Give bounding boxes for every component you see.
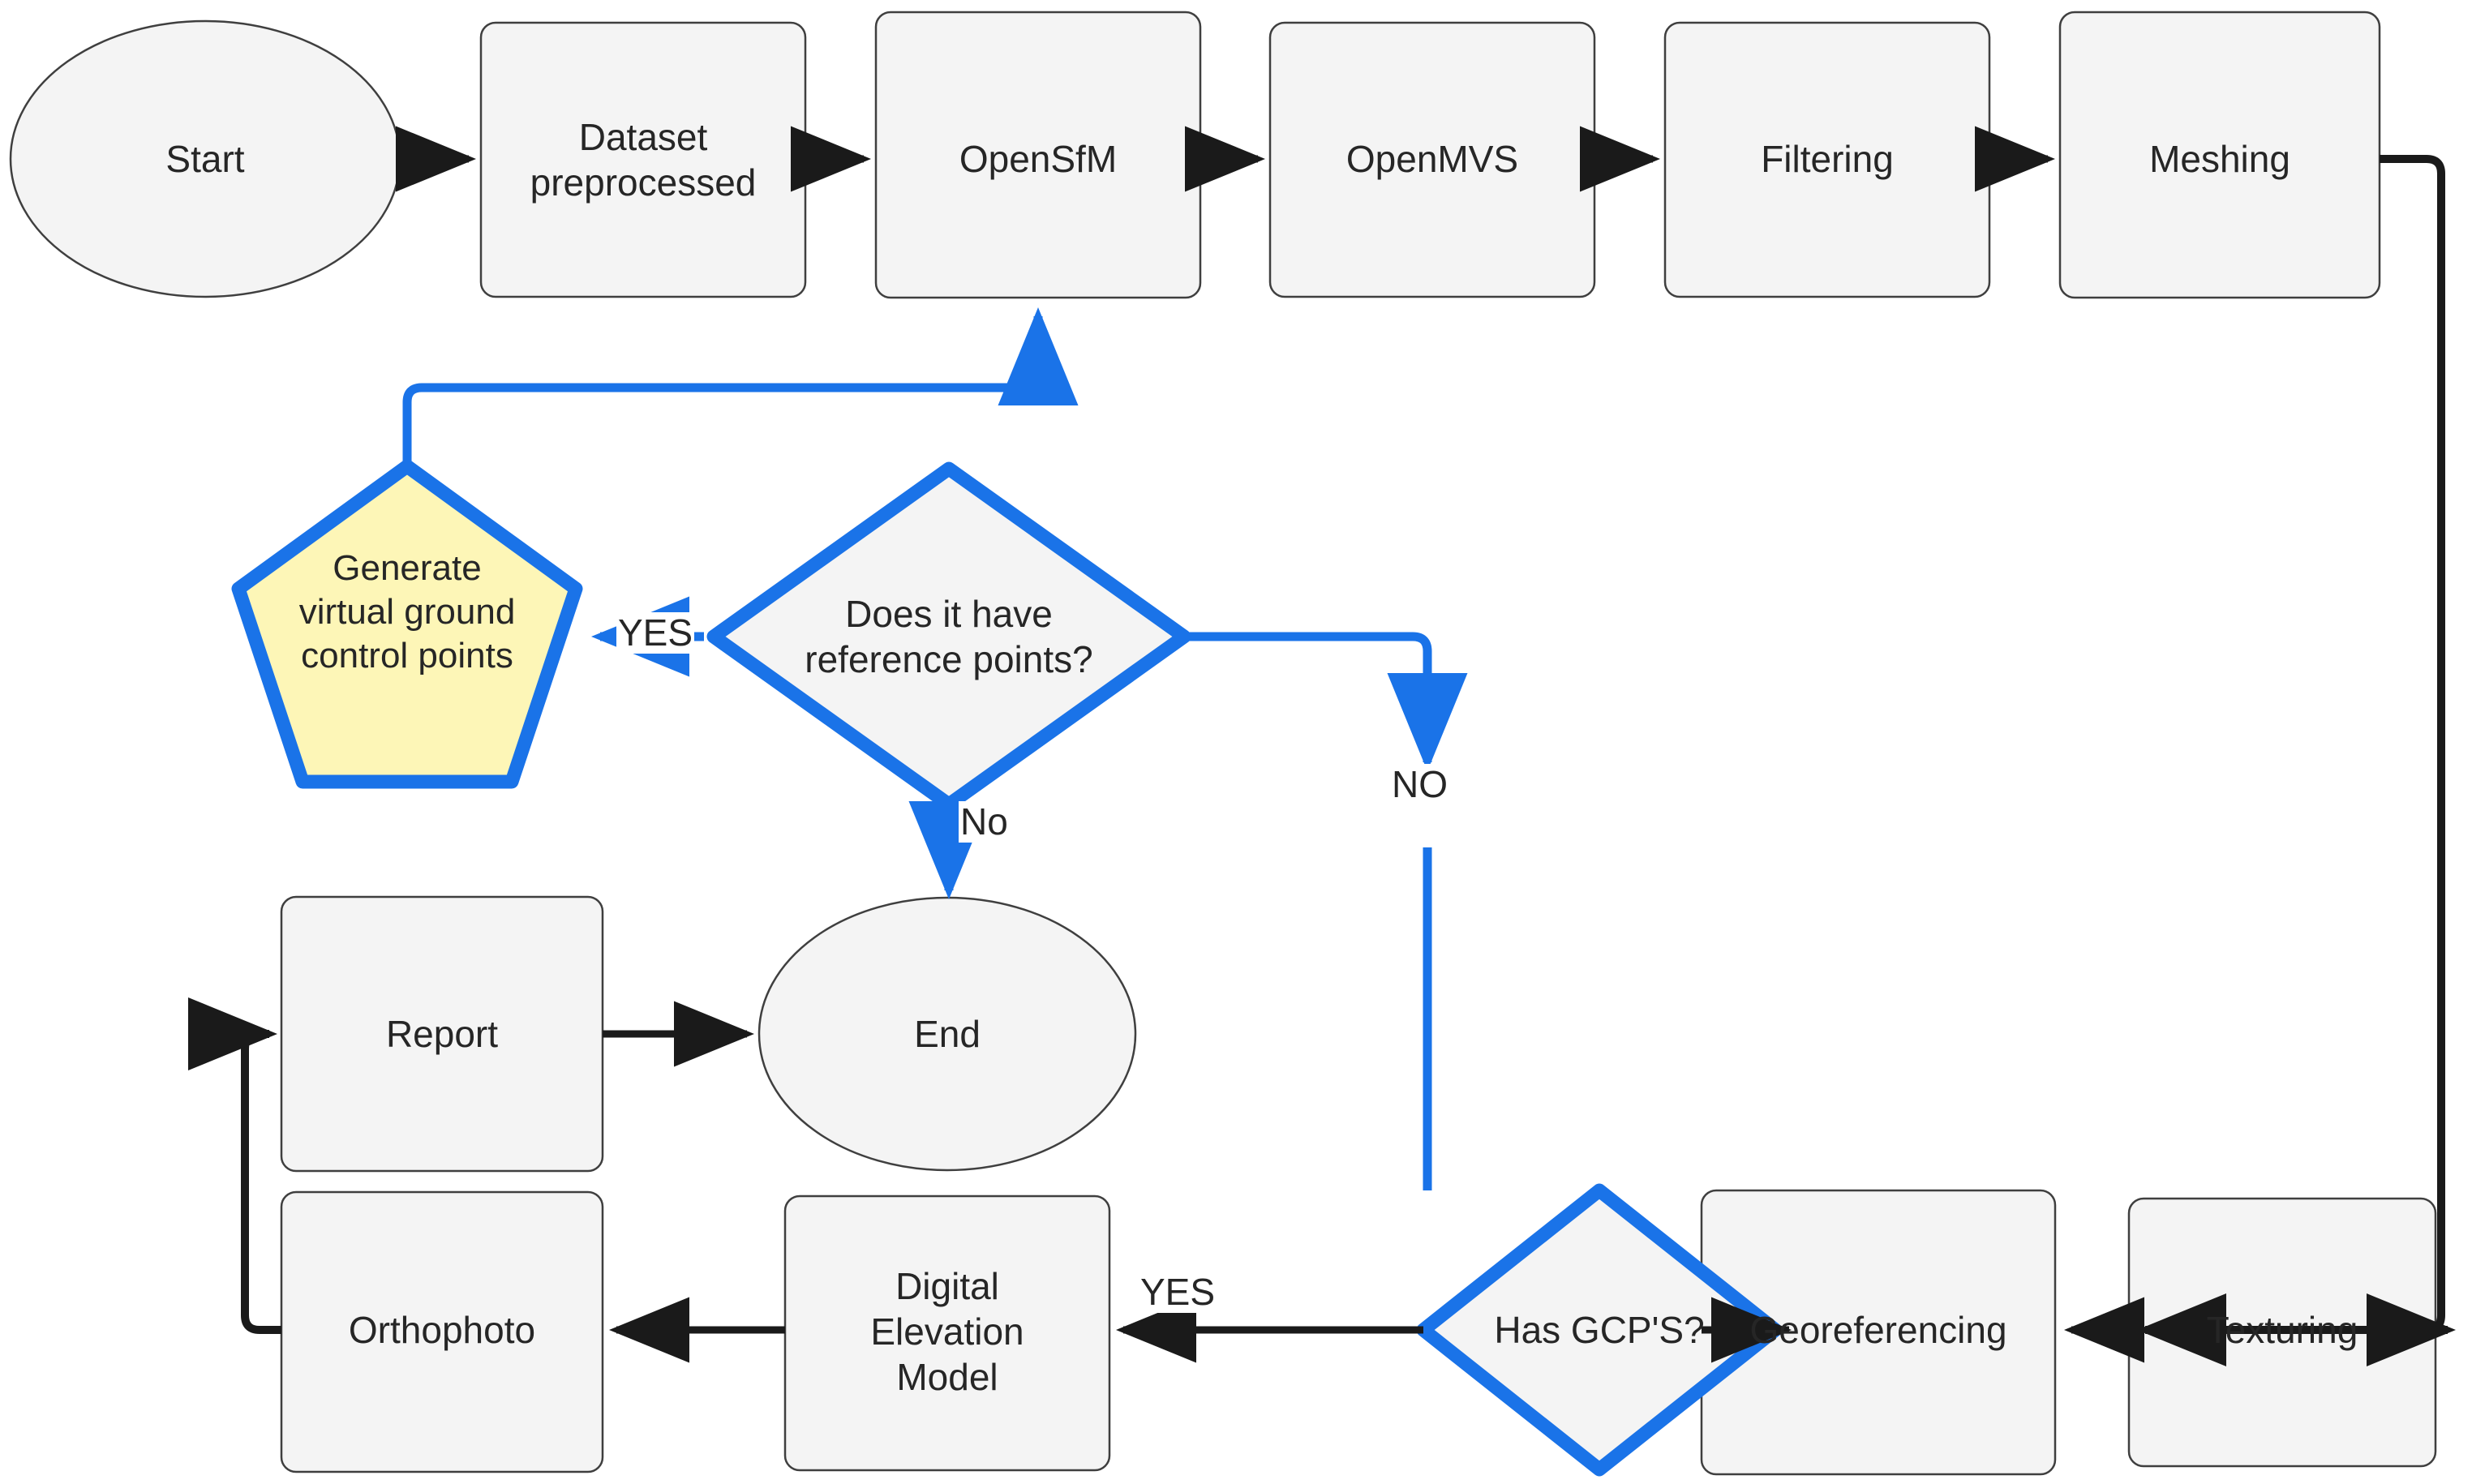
edge-pentagon-to-opensfm [402,307,1079,466]
edge-label-has-ref-no: No [959,800,1010,843]
edge-orthophoto-to-report [188,997,281,1334]
node-dataset-preprocessed[interactable] [479,21,807,298]
edge-has-gcps-no-upper [1183,632,1468,771]
edge-label-has-ref-yes: YES [616,611,695,654]
node-meshing[interactable] [2058,11,2381,299]
node-opensfm[interactable] [874,11,1202,299]
edge-label-has-gcps-yes: YES [1139,1271,1217,1313]
node-report[interactable] [280,895,604,1173]
node-start[interactable] [9,19,401,298]
node-orthophoto[interactable] [280,1190,604,1473]
node-openmvs[interactable] [1268,21,1596,298]
node-generate-virtual-gcps[interactable] [231,459,583,789]
node-has-reference-points[interactable] [706,461,1191,812]
edge-meshing-to-texturing [2380,155,2448,1334]
node-filtering[interactable] [1663,21,1991,298]
edge-label-has-gcps-no: NO [1390,763,1449,805]
node-digital-elevation-model[interactable] [783,1194,1111,1472]
node-end[interactable] [757,896,1137,1172]
